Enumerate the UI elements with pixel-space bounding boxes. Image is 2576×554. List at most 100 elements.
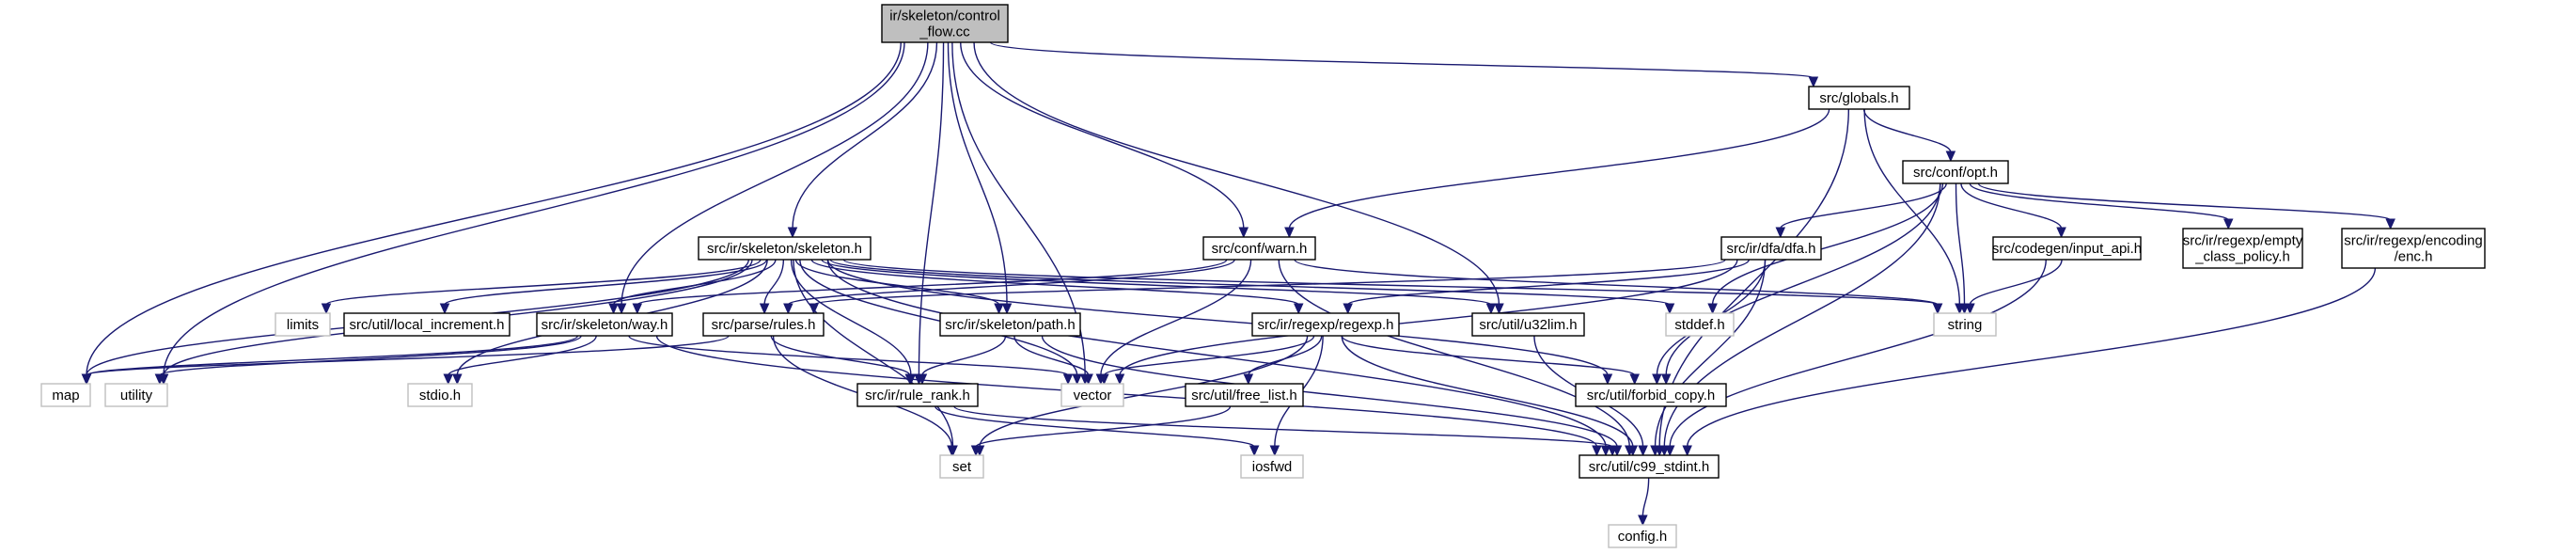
edge-skeleton-to-regexp <box>810 259 1299 306</box>
edge-way-to-map <box>86 335 579 376</box>
edge-regexp-to-vector <box>1103 335 1315 376</box>
arrowhead-rule_rank-to-iosfwd <box>1249 445 1260 457</box>
edge-way-to-vector <box>628 335 1069 376</box>
node-label: vector <box>1074 388 1112 404</box>
edge-skeleton-to-rules <box>763 259 785 306</box>
node-free-list[interactable]: src/util/free_list.h <box>1185 383 1304 407</box>
node-label: src/ir/regexp/regexp.h <box>1257 317 1393 333</box>
node-input-api[interactable]: src/codegen/input_api.h <box>1992 236 2142 261</box>
node-label: _class_policy.h <box>2194 249 2290 265</box>
node-label: src/conf/warn.h <box>1212 241 1308 257</box>
edge-root-to-globals <box>989 41 1814 79</box>
arrowhead-rules-to-map <box>81 373 92 386</box>
node-skeleton[interactable]: src/ir/skeleton/skeleton.h <box>698 236 872 261</box>
arrowhead-rules-to-rule_rank <box>904 373 916 386</box>
arrowhead-opt-to-forbid_copy <box>1660 373 1672 386</box>
arrowhead-dfa-to-forbid_copy <box>1652 373 1662 386</box>
node-forbid-copy[interactable]: src/util/forbid_copy.h <box>1575 383 1727 407</box>
node-root[interactable]: ir/skeleton/control_flow.cc <box>881 4 1009 43</box>
node-u32lim[interactable]: src/util/u32lim.h <box>1471 312 1585 337</box>
arrowhead-regexp-to-free_list <box>1243 373 1254 386</box>
node-label: src/codegen/input_api.h <box>1992 241 2142 257</box>
edge-root-to-u32lim <box>973 41 1500 306</box>
arrowhead-input_api-to-c99_stdint <box>1664 445 1675 457</box>
node-way[interactable]: src/ir/skeleton/way.h <box>536 312 673 337</box>
node-vector: vector <box>1060 383 1124 407</box>
node-box <box>1665 312 1735 337</box>
node-box <box>702 312 825 337</box>
node-set: set <box>939 454 984 479</box>
node-regexp[interactable]: src/ir/regexp/regexp.h <box>1251 312 1400 337</box>
node-box <box>40 383 91 407</box>
node-box <box>1579 454 1720 479</box>
node-label: ir/skeleton/control <box>889 8 1000 24</box>
edge-dfa-to-regexp <box>1347 259 1750 306</box>
node-label: src/ir/rule_rank.h <box>865 388 970 404</box>
arrowhead-opt-to-stddef <box>1707 303 1718 315</box>
node-label: src/ir/skeleton/skeleton.h <box>707 241 862 257</box>
node-box <box>275 312 331 337</box>
node-rules[interactable]: src/parse/rules.h <box>702 312 825 337</box>
node-box <box>536 312 673 337</box>
edge-skeleton-to-local_increment <box>444 259 768 306</box>
node-box <box>1471 312 1585 337</box>
arrowhead-skeleton-to-local_increment <box>439 303 450 315</box>
arrowhead-dfa-to-vector <box>1114 373 1125 386</box>
node-rule-rank[interactable]: src/ir/rule_rank.h <box>856 383 979 407</box>
node-label: src/util/local_increment.h <box>349 317 504 333</box>
node-empty-class[interactable]: src/ir/regexp/empty_class_policy.h <box>2182 228 2303 269</box>
node-box <box>2182 228 2303 269</box>
edge-path-to-vector <box>1013 335 1090 376</box>
node-label: src/ir/skeleton/path.h <box>945 317 1075 333</box>
node-label: iosfwd <box>1252 459 1293 475</box>
arrowhead-warn-to-way <box>632 303 643 315</box>
arrowhead-root-to-warn <box>1238 227 1249 239</box>
edge-rules-to-rule_rank <box>770 335 911 376</box>
arrowhead-warn-to-rules <box>783 303 793 315</box>
arrowhead-way-to-c99_stdint <box>1592 445 1602 457</box>
node-path[interactable]: src/ir/skeleton/path.h <box>939 312 1081 337</box>
edge-dfa-to-rules <box>812 259 1726 306</box>
node-box <box>1575 383 1727 407</box>
node-label: set <box>952 459 972 475</box>
arrowhead-root-to-path <box>1001 303 1013 315</box>
edge-regexp-to-set <box>979 335 1309 448</box>
edge-warn-to-way <box>636 259 1228 306</box>
node-label: src/util/forbid_copy.h <box>1587 388 1715 404</box>
edge-root-to-skeleton <box>792 41 938 230</box>
node-box <box>856 383 979 407</box>
node-config: config.h <box>1608 524 1677 548</box>
node-map: map <box>40 383 91 407</box>
arrowhead-regexp-to-c99_stdint <box>1627 445 1639 457</box>
edge-way-to-stdio <box>448 335 597 376</box>
node-label: stdio.h <box>419 388 461 404</box>
node-label: src/parse/rules.h <box>712 317 816 333</box>
arrowhead-way-to-utility <box>154 373 165 386</box>
node-stddef: stddef.h <box>1665 312 1735 337</box>
node-c99-stdint[interactable]: src/util/c99_stdint.h <box>1579 454 1720 479</box>
node-opt[interactable]: src/conf/opt.h <box>1902 160 2009 184</box>
arrowhead-skeleton-to-u32lim <box>1485 303 1497 315</box>
arrowhead-root-to-way <box>616 303 627 315</box>
arrowhead-globals-to-warn <box>1284 227 1295 239</box>
node-encoding[interactable]: src/ir/regexp/encoding/enc.h <box>2341 228 2486 269</box>
edge-rules-to-map <box>86 335 730 376</box>
arrowhead-skeleton-to-rules <box>759 303 770 315</box>
arrowhead-skeleton-to-vector <box>1072 373 1082 386</box>
node-label: src/ir/dfa/dfa.h <box>1726 241 1815 257</box>
node-globals[interactable]: src/globals.h <box>1808 86 1910 110</box>
file-nodes: ir/skeleton/control_flow.cc src/globals.h… <box>40 4 2486 548</box>
node-box <box>1808 86 1910 110</box>
arrowhead-skeleton-to-stdio <box>452 373 463 386</box>
node-box <box>881 4 1009 43</box>
arrowhead-free_list-to-set <box>970 445 982 457</box>
node-dfa[interactable]: src/ir/dfa/dfa.h <box>1720 236 1822 261</box>
arrowhead-c99_stdint-to-config <box>1638 514 1648 527</box>
node-local-increment[interactable]: src/util/local_increment.h <box>343 312 510 337</box>
arrowhead-root-to-globals <box>1808 76 1819 88</box>
arrowhead-dfa-to-regexp <box>1343 303 1353 315</box>
node-warn[interactable]: src/conf/warn.h <box>1202 236 1316 261</box>
node-box <box>1608 524 1677 548</box>
edge-skeleton-to-string <box>842 259 1939 306</box>
